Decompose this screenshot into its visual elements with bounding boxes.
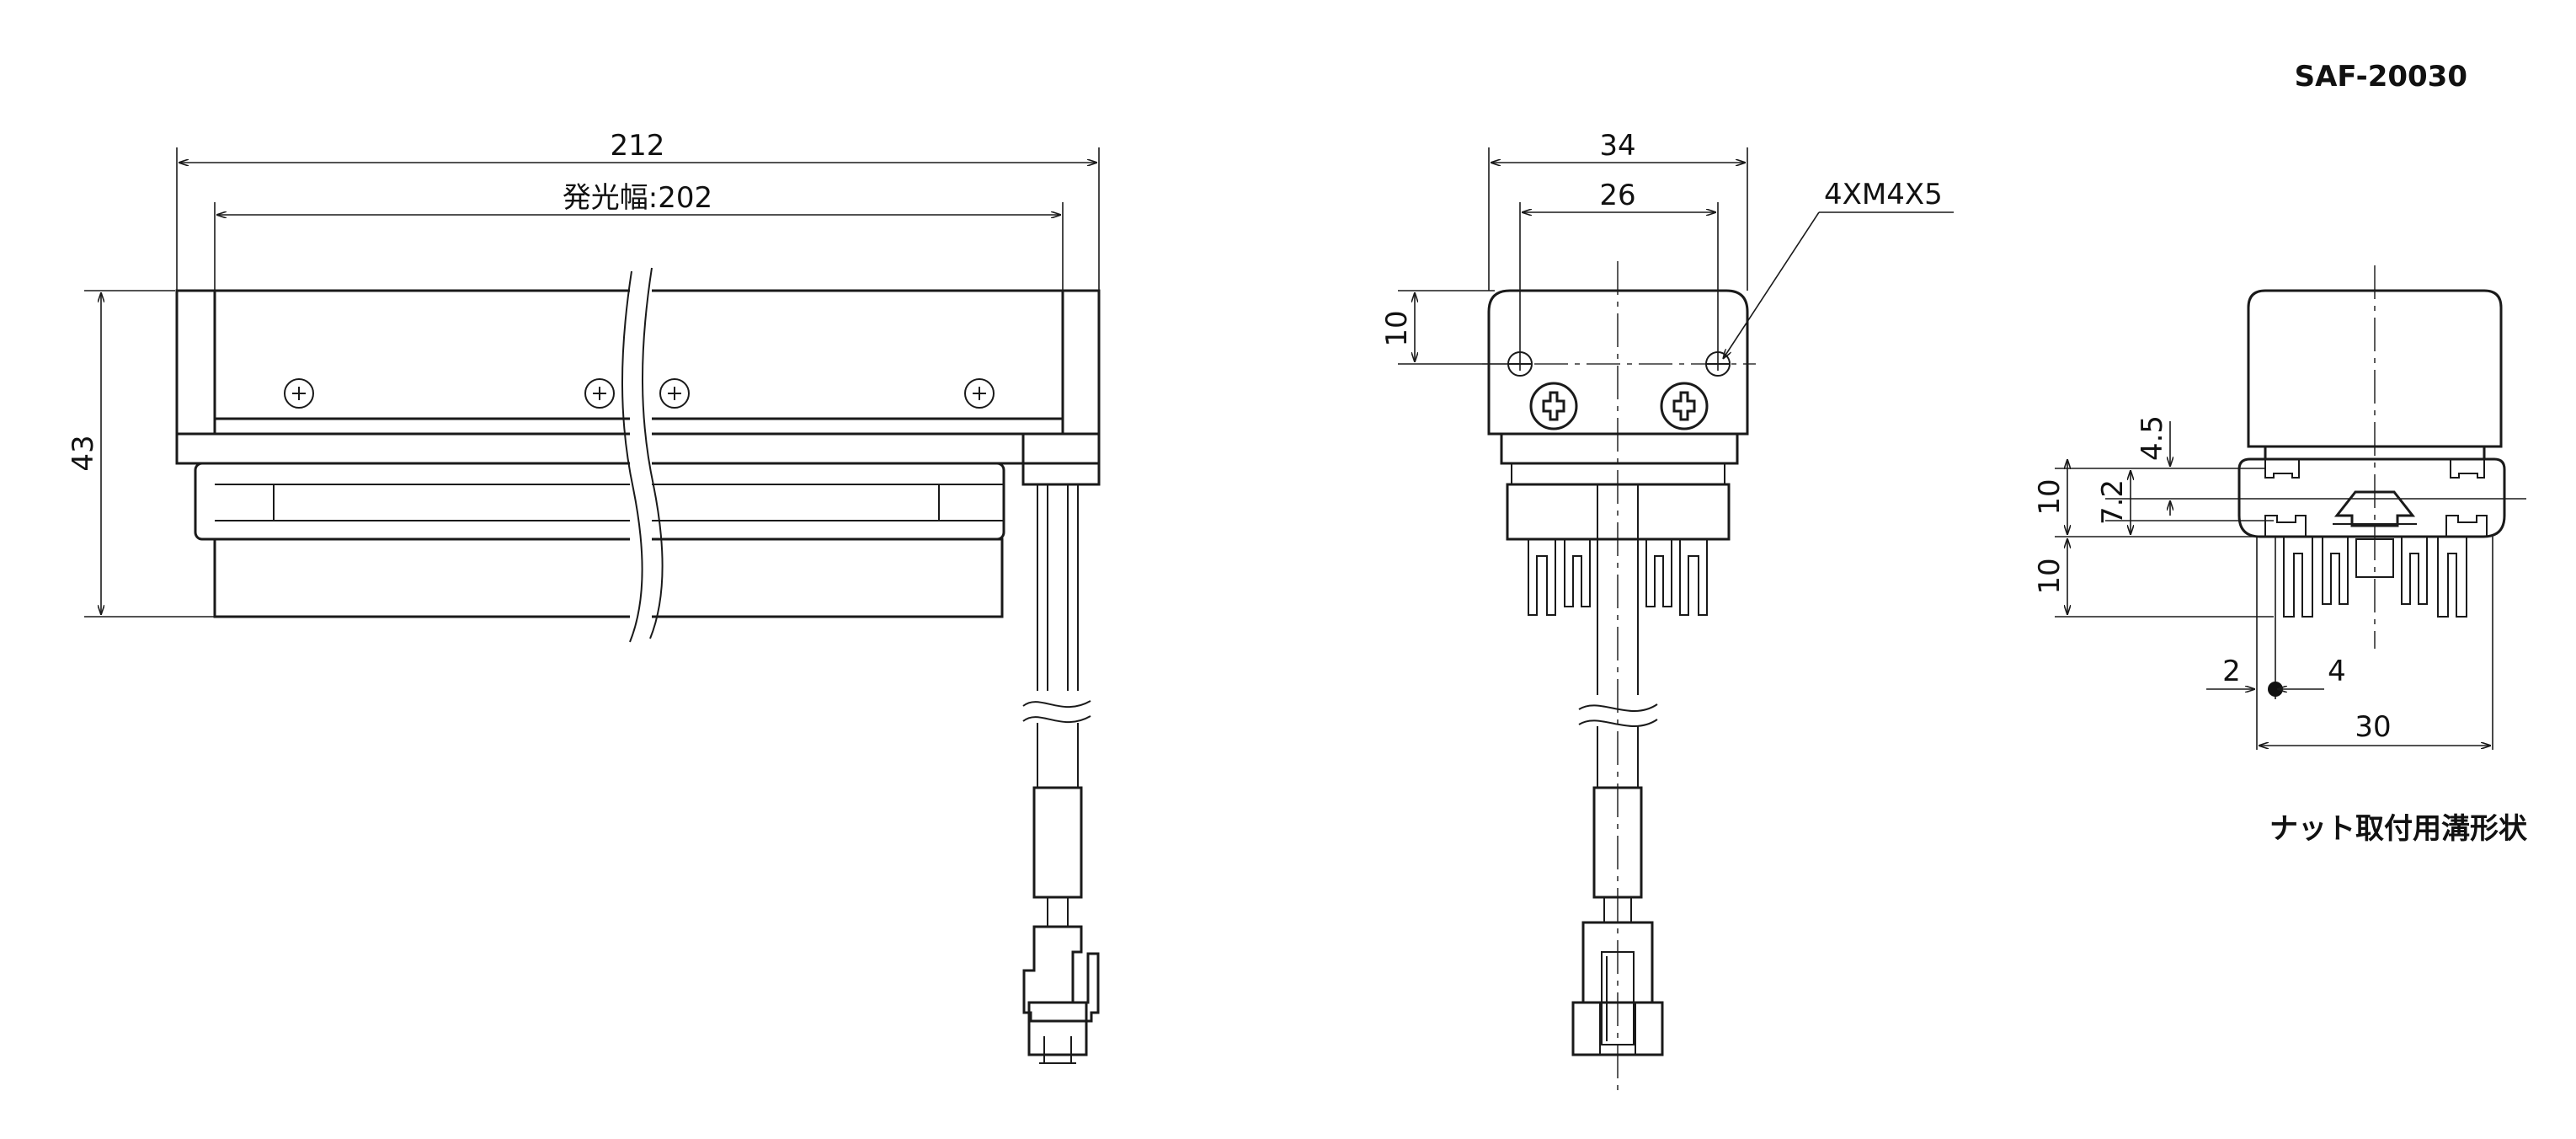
front-view: 212 発光幅:202 43 [67,129,1101,1064]
dim-upper-height: 10 [2033,479,2067,515]
hole-spec: 4XM4X5 [1824,178,1943,211]
side-view: 34 26 4XM4X5 10 [1380,129,1954,1095]
dim-hole-pitch: 26 [1599,179,1635,212]
dim-slot-depth: 7.2 [2096,479,2130,525]
dim-slot-left: 2 [2222,655,2241,688]
screw-icon [1529,382,1578,430]
dim-side-width: 34 [1599,129,1635,163]
screw-icon [284,378,314,409]
screw-icon [1660,382,1709,430]
dim-emission-width: 発光幅:202 [563,181,712,215]
slot-view: 4.5 7.2 10 10 2 4 30 ナット取付用溝形状 [2033,265,2528,846]
screw-icon [964,378,995,409]
dim-slot-top: 4.5 [2136,415,2169,461]
dim-height: 43 [67,435,100,471]
dim-lower-height: 10 [2033,558,2067,594]
dim-slot-width: 30 [2355,710,2391,744]
dim-slot-right: 4 [2328,655,2346,688]
dim-overall-width: 212 [611,129,665,163]
model-number: SAF-20030 [2295,60,2467,94]
dim-hole-offset: 10 [1380,310,1414,346]
screw-icon [659,378,690,409]
slot-caption: ナット取付用溝形状 [2269,812,2528,846]
screw-icon [584,378,615,409]
reference-dot [2268,682,2283,697]
